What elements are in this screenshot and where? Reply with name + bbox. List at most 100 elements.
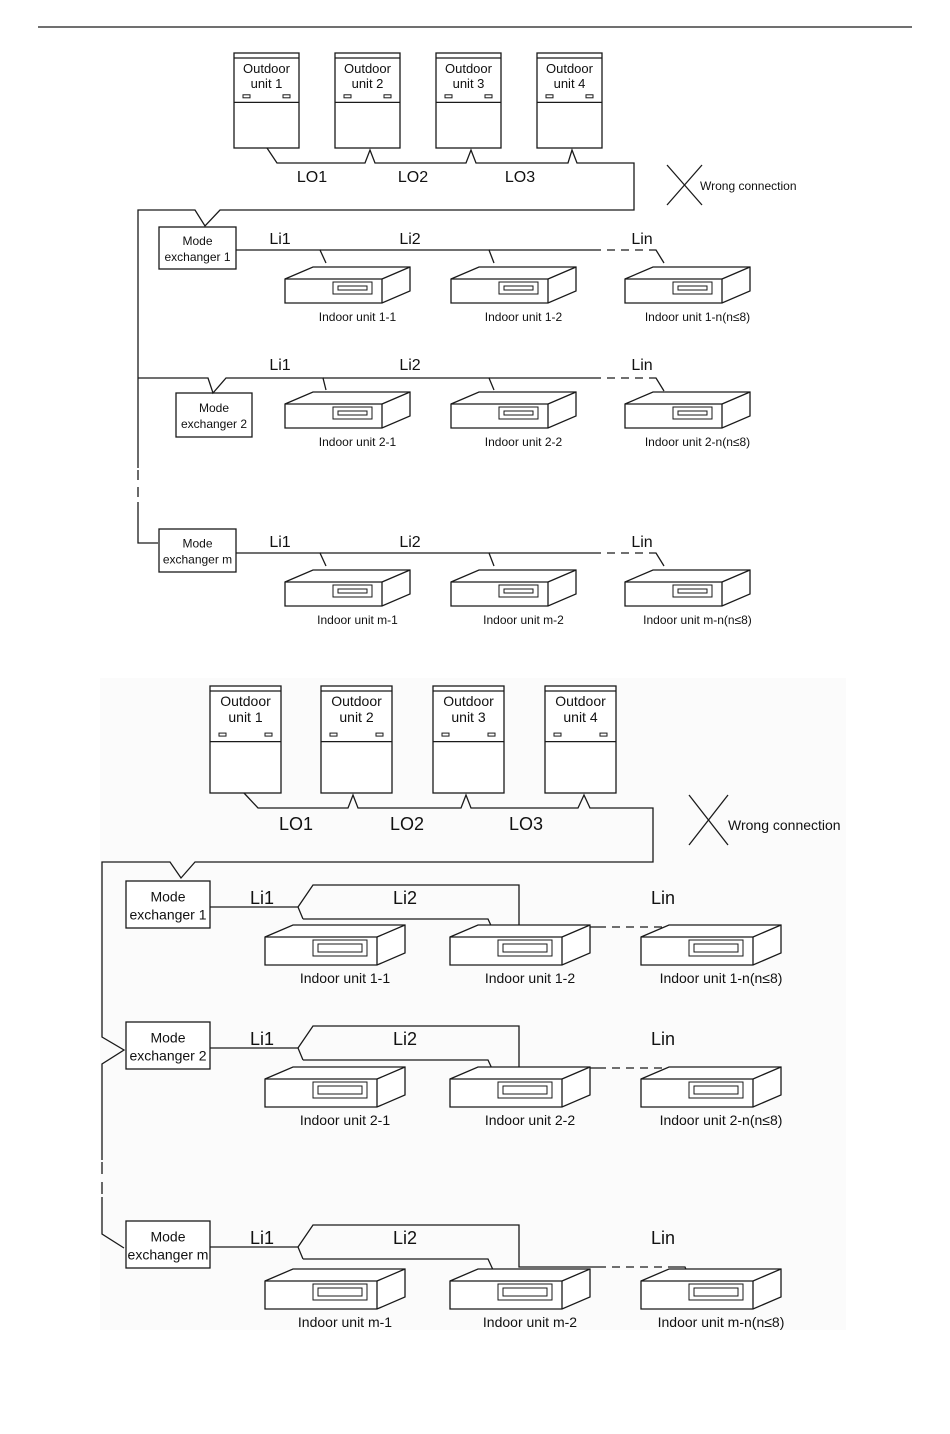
indoor-unit-edge	[381, 266, 411, 280]
indoor-unit: Indoor unit 1-n(n≤8)	[640, 924, 782, 986]
outdoor-unit-body	[544, 685, 617, 794]
branch-line	[303, 1258, 495, 1273]
outdoor-unit-indicator	[264, 732, 273, 737]
outdoor-unit-body	[209, 685, 282, 794]
indoor-unit-edge	[381, 569, 411, 583]
outdoor-unit-body	[334, 52, 401, 149]
indoor-unit-grille-inner	[502, 943, 548, 953]
outdoor-unit-indicator	[487, 732, 496, 737]
indoor-unit-label: Indoor unit m-2	[483, 1314, 577, 1330]
branch-label-li1: Li1	[250, 1029, 274, 1049]
branch-label-lin: Lin	[631, 534, 652, 551]
outdoor-link-label: LO1	[297, 169, 327, 186]
mode-exchanger-label-line2: exchanger 2	[181, 417, 247, 431]
indoor-unit: Indoor unit 1-1	[264, 924, 406, 986]
outdoor-unit-body	[536, 52, 603, 149]
indoor-unit-body	[640, 1268, 782, 1310]
outdoor-unit-body	[233, 52, 300, 149]
outdoor-unit-label-line2: unit 4	[563, 709, 597, 725]
indoor-unit-label: Indoor unit 1-2	[485, 970, 575, 986]
indoor-unit-grille	[497, 1081, 553, 1099]
outdoor-unit-label-line1: Outdoor	[220, 693, 271, 709]
indoor-unit-body	[284, 569, 411, 607]
indoor-unit-grille	[332, 584, 373, 598]
mode-exchanger-label-line1: Mode	[150, 889, 185, 905]
indoor-unit-grille	[498, 281, 539, 295]
indoor-unit-grille-inner	[337, 588, 368, 594]
indoor-unit-body	[624, 391, 751, 429]
mode-exchanger-label-line2: exchanger m	[163, 553, 232, 567]
mode-exchanger-label-line2: exchanger m	[128, 1247, 209, 1263]
indoor-unit-label: Indoor unit 1-1	[319, 310, 397, 324]
branch-label-lin: Lin	[651, 888, 675, 908]
indoor-unit-edge	[752, 1268, 782, 1282]
indoor-unit: Indoor unit 2-n(n≤8)	[640, 1066, 783, 1128]
indoor-unit: Indoor unit 2-2	[450, 391, 577, 449]
mode-exchanger-label-line2: exchanger 1	[164, 250, 230, 264]
wrong-connection-label: Wrong connection	[728, 817, 841, 833]
indoor-unit-body	[284, 266, 411, 304]
indoor-unit-grille	[332, 406, 373, 420]
indoor-unit-label: Indoor unit 2-n(n≤8)	[660, 1112, 783, 1128]
indoor-unit: Indoor unit m-1	[284, 569, 411, 627]
indoor-unit-grille-inner	[693, 1085, 739, 1095]
branch-label-li1: Li1	[269, 534, 290, 551]
indoor-unit-body	[624, 569, 751, 607]
indoor-unit-grille-inner	[502, 1287, 548, 1297]
wrong-connection-x	[666, 164, 703, 206]
indoor-unit-edge	[721, 391, 751, 405]
branch-line	[650, 249, 665, 264]
mode-exchanger-label-line1: Mode	[150, 1030, 185, 1046]
mode-exchanger-box	[158, 528, 237, 573]
branch-label-li2: Li2	[393, 888, 417, 908]
indoor-unit-grille-inner	[693, 943, 739, 953]
outdoor-unit-indicator	[484, 94, 493, 99]
indoor-unit-grille	[498, 406, 539, 420]
outdoor-unit-indicator	[218, 732, 227, 737]
outdoor-unit-body	[320, 685, 393, 794]
indoor-unit-grille	[497, 1283, 553, 1301]
branch-line	[320, 249, 495, 264]
branch-label-lin: Lin	[651, 1228, 675, 1248]
indoor-unit-body	[284, 391, 411, 429]
indoor-unit-grille	[688, 939, 744, 957]
outdoor-unit-indicator	[441, 732, 450, 737]
outdoor-unit-indicator	[282, 94, 291, 99]
branch-line	[236, 249, 327, 264]
indoor-unit-body	[450, 569, 577, 607]
mode-exchanger-label-line2: exchanger 1	[129, 907, 206, 923]
branch-label-li1: Li1	[250, 888, 274, 908]
indoor-unit-body	[264, 1066, 406, 1108]
indoor-unit-body	[624, 266, 751, 304]
indoor-unit-label: Indoor unit 2-n(n≤8)	[645, 435, 750, 449]
indoor-unit: Indoor unit 2-n(n≤8)	[624, 391, 751, 449]
wrong-connection-x	[688, 794, 729, 846]
branch-line	[320, 552, 495, 567]
indoor-unit: Indoor unit 1-2	[450, 266, 577, 324]
outdoor-link-label: LO1	[279, 814, 313, 834]
indoor-unit-label: Indoor unit 2-2	[485, 1112, 575, 1128]
branch-line	[297, 1224, 598, 1268]
indoor-unit-label: Indoor unit m-1	[317, 613, 398, 627]
indoor-unit-grille	[498, 584, 539, 598]
branch-line	[323, 377, 495, 391]
wrong-connection-label: Wrong connection	[700, 179, 797, 193]
branch-label-li2: Li2	[393, 1228, 417, 1248]
indoor-unit-grille-inner	[677, 410, 708, 416]
indoor-unit: Indoor unit 2-1	[264, 1066, 406, 1128]
mode-exchanger-box	[158, 226, 237, 270]
outdoor-unit-indicator	[444, 94, 453, 99]
branch-line	[236, 552, 327, 567]
indoor-unit-body	[264, 924, 406, 966]
indoor-unit-label: Indoor unit m-1	[298, 1314, 392, 1330]
